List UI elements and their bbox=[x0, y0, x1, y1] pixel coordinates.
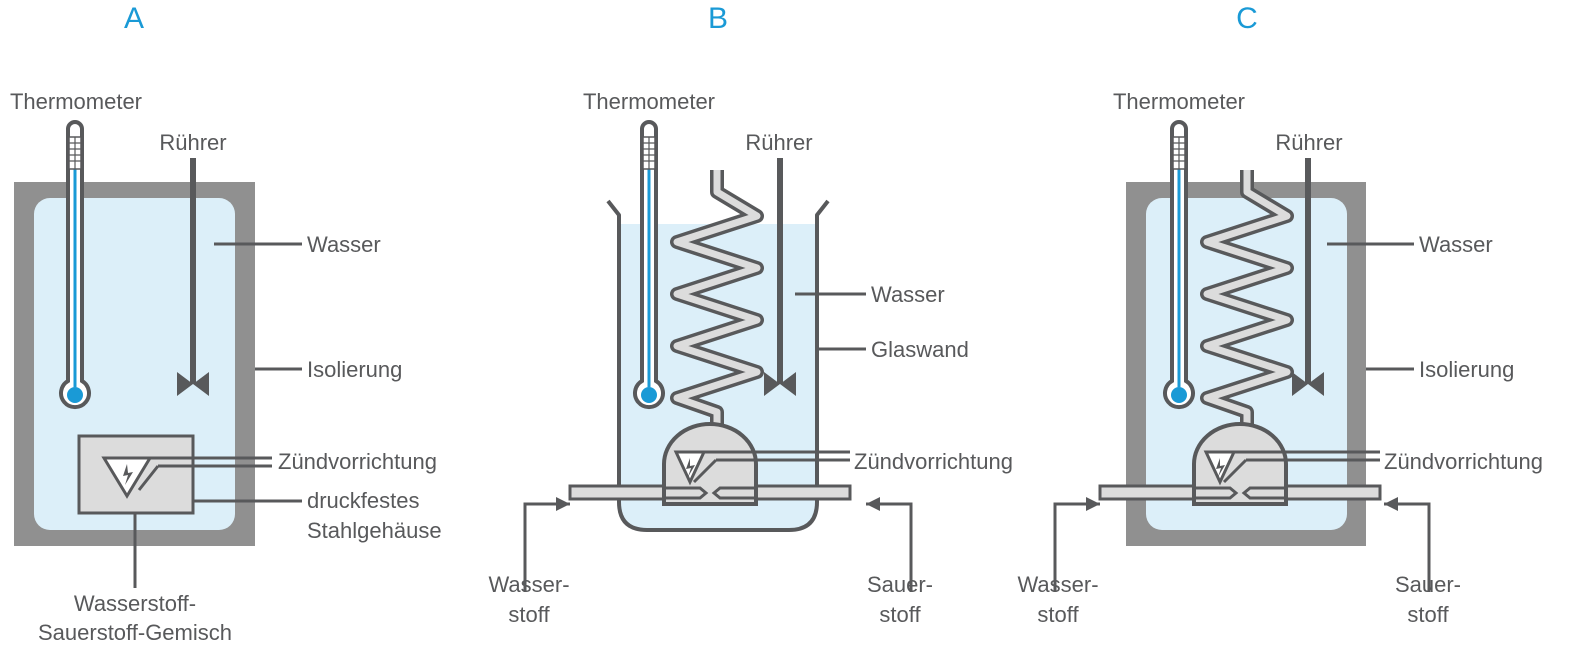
glass-beaker bbox=[606, 199, 830, 532]
igniter-label: Zündvorrichtung bbox=[854, 449, 1013, 474]
panel-a: A Thermometer Rührer Wasser Isolierung Z… bbox=[10, 2, 442, 645]
igniter-label: Zündvorrichtung bbox=[278, 449, 437, 474]
hydrogen-label: Wasser- bbox=[488, 572, 569, 597]
housing-label: Stahlgehäuse bbox=[307, 518, 442, 543]
oxygen-label: stoff bbox=[1407, 602, 1449, 627]
stirrer-label: Rührer bbox=[1275, 130, 1342, 155]
arrowhead-icon bbox=[556, 497, 570, 511]
water-label: Wasser bbox=[307, 232, 381, 257]
thermometer-label: Thermometer bbox=[10, 89, 142, 114]
oxygen-arrow bbox=[1384, 502, 1431, 592]
arrowhead-icon bbox=[1086, 497, 1100, 511]
water-label: Wasser bbox=[1419, 232, 1493, 257]
stirrer-label: Rührer bbox=[159, 130, 226, 155]
panel-a-title: A bbox=[124, 2, 144, 35]
igniter-label: Zündvorrichtung bbox=[1384, 449, 1543, 474]
panel-c-title: C bbox=[1236, 2, 1258, 35]
hydrogen-arrow bbox=[1053, 502, 1100, 592]
arrowhead-icon bbox=[1384, 497, 1398, 511]
oxygen-arrow bbox=[866, 502, 913, 592]
water-label: Wasser bbox=[871, 282, 945, 307]
panel-b: B Thermometer Rührer Wasser Glaswand Zün… bbox=[488, 2, 1013, 627]
mixture-label: Sauerstoff-Gemisch bbox=[38, 620, 232, 645]
insulation-label: Isolierung bbox=[307, 357, 402, 382]
hydrogen-label: stoff bbox=[1037, 602, 1079, 627]
spark-icon bbox=[123, 464, 133, 485]
arrowhead-icon bbox=[866, 497, 880, 511]
thermometer-label: Thermometer bbox=[583, 89, 715, 114]
igniter-icon bbox=[101, 456, 153, 499]
glass-label: Glaswand bbox=[871, 337, 969, 362]
thermometer-label: Thermometer bbox=[1113, 89, 1245, 114]
igniter-lead bbox=[137, 465, 160, 491]
hydrogen-label: Wasser- bbox=[1017, 572, 1098, 597]
oxygen-label: stoff bbox=[879, 602, 921, 627]
hydrogen-arrow bbox=[523, 502, 570, 592]
mixture-label: Wasserstoff- bbox=[74, 591, 196, 616]
insulation-label: Isolierung bbox=[1419, 357, 1514, 382]
housing-label: druckfestes bbox=[307, 488, 420, 513]
stirrer-label: Rührer bbox=[745, 130, 812, 155]
panel-c: C Thermometer Rührer Wasser Isolierung Z… bbox=[1017, 2, 1543, 627]
hydrogen-label: stoff bbox=[508, 602, 550, 627]
panel-b-title: B bbox=[708, 2, 728, 35]
oxygen-label: Sauer- bbox=[1395, 572, 1461, 597]
oxygen-label: Sauer- bbox=[867, 572, 933, 597]
